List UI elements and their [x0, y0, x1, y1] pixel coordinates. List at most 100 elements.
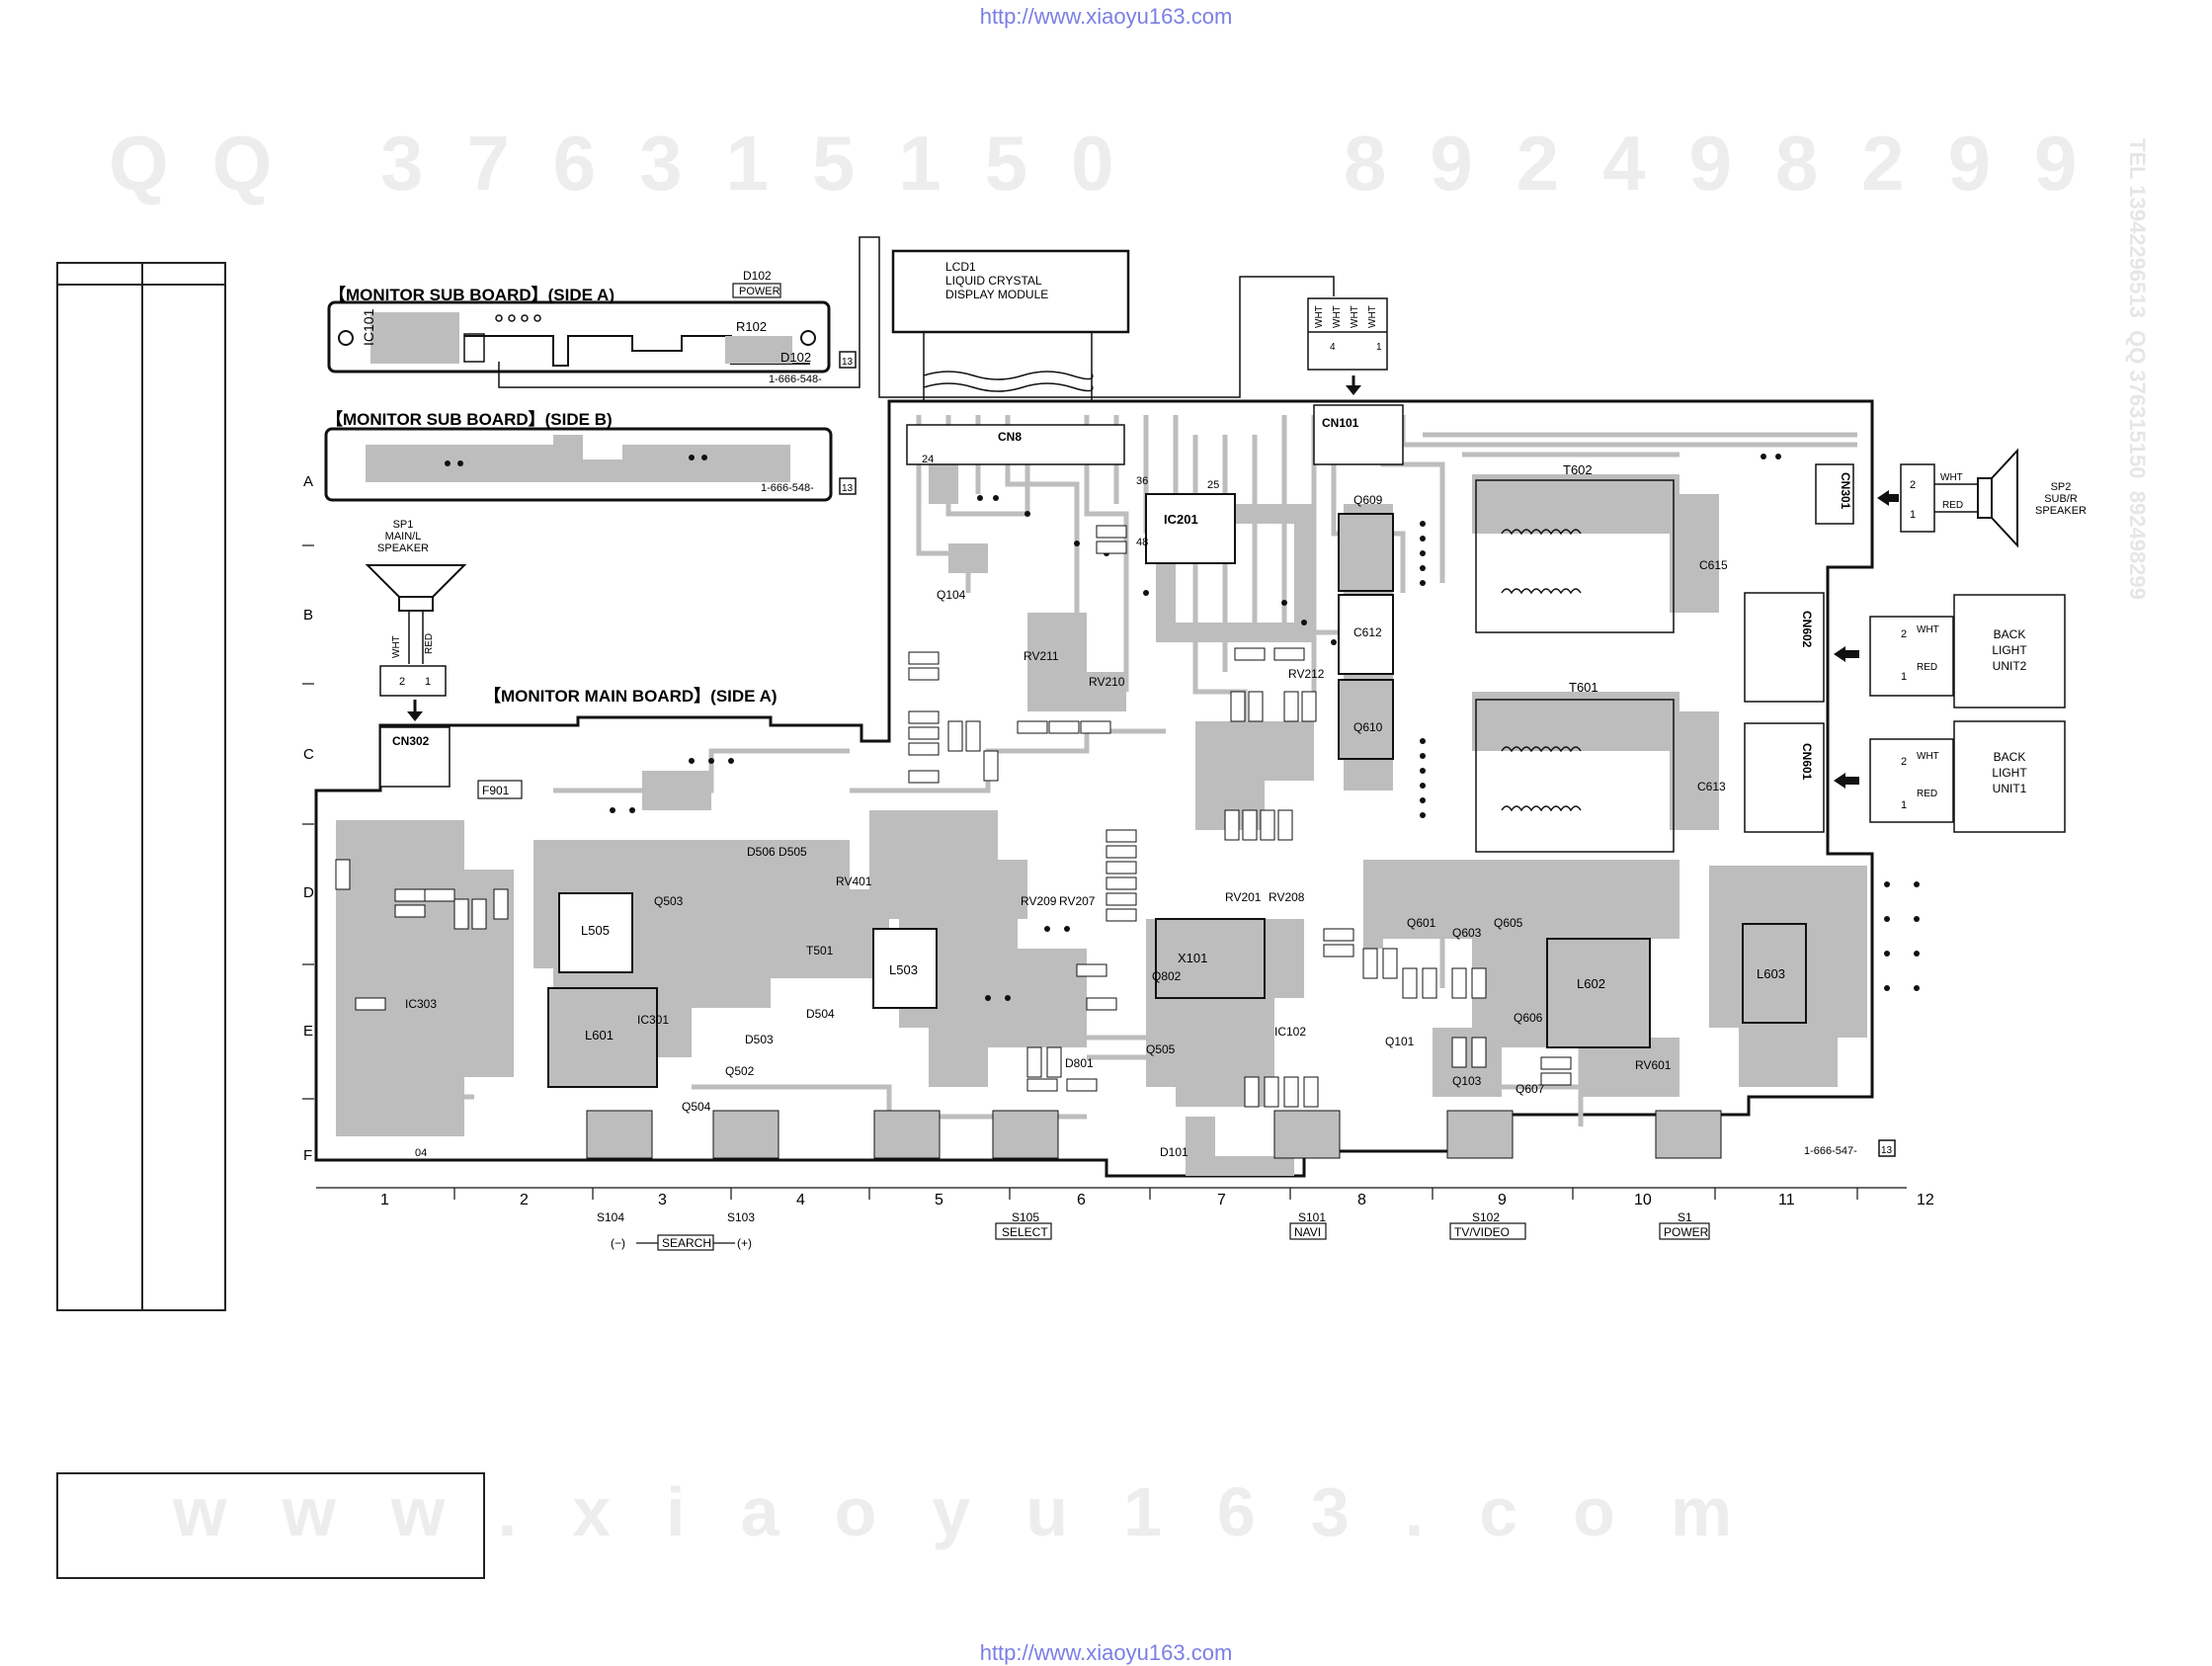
sub-board-side-a: IC101 R102 D102 13 1-666-548- [327, 300, 857, 385]
svg-text:13: 13 [842, 483, 854, 494]
svg-text:WHT: WHT [1314, 305, 1325, 328]
svg-text:2: 2 [1901, 628, 1907, 640]
svg-text:24: 24 [922, 454, 934, 465]
col-label-2: 2 [520, 1192, 529, 1208]
svg-text:Q603: Q603 [1452, 926, 1482, 940]
svg-text:BACK: BACK [1994, 627, 2026, 641]
svg-text:RV210: RV210 [1089, 675, 1125, 689]
svg-text:WHT: WHT [1917, 751, 1939, 762]
svg-text:IC102: IC102 [1274, 1025, 1306, 1039]
row-label-b: B [303, 607, 313, 624]
switch-s102-ref: S102 [1472, 1210, 1500, 1224]
svg-text:Q609: Q609 [1353, 493, 1383, 507]
svg-text:WHT: WHT [1917, 625, 1939, 635]
svg-text:L603: L603 [1757, 966, 1785, 981]
svg-text:T501: T501 [806, 944, 834, 958]
index-table [56, 262, 226, 1311]
footer-url[interactable]: http://www.xiaoyu163.com [979, 1640, 1233, 1665]
backlight-unit-1: 21 WHT RED BACK LIGHT UNIT1 [1834, 720, 2066, 833]
row-label-f: F [303, 1147, 312, 1164]
sp1-line1: MAIN/L [385, 531, 422, 542]
svg-text:RV211: RV211 [1024, 649, 1059, 663]
sp2-speaker-icon [1991, 448, 2018, 548]
svg-text:1-666-548-: 1-666-548- [761, 482, 814, 494]
svg-text:D503: D503 [745, 1033, 774, 1046]
lcd-module [891, 249, 1130, 334]
svg-text:Q101: Q101 [1385, 1035, 1415, 1048]
svg-text:L503: L503 [889, 962, 918, 977]
svg-text:L505: L505 [581, 923, 610, 938]
col-label-10: 10 [1634, 1192, 1652, 1208]
svg-text:RV401: RV401 [836, 875, 872, 888]
svg-text:L602: L602 [1577, 976, 1605, 991]
col-label-12: 12 [1917, 1192, 1934, 1208]
svg-text:1: 1 [1910, 509, 1916, 521]
svg-text:Q103: Q103 [1452, 1074, 1482, 1088]
svg-text:1: 1 [1901, 671, 1907, 683]
switch-s101-ref: S101 [1298, 1210, 1326, 1224]
svg-text:RV201: RV201 [1225, 890, 1262, 904]
sub-board-side-b-title: 【MONITOR SUB BOARD】(SIDE B) [326, 409, 613, 429]
svg-text:UNIT2: UNIT2 [1993, 659, 2027, 673]
svg-text:IC201: IC201 [1164, 512, 1198, 527]
svg-text:1: 1 [425, 676, 431, 688]
cn302-label: CN302 [392, 734, 430, 748]
svg-text:13: 13 [842, 357, 854, 368]
svg-text:LIGHT: LIGHT [1992, 643, 2027, 657]
svg-text:25: 25 [1207, 479, 1219, 491]
col-label-7: 7 [1217, 1192, 1226, 1208]
header-url[interactable]: http://www.xiaoyu163.com [979, 4, 1233, 29]
svg-text:2: 2 [399, 676, 405, 688]
svg-text:Q503: Q503 [654, 894, 684, 908]
sp2-line2: SPEAKER [2035, 505, 2087, 517]
switch-s105-ref: S105 [1012, 1210, 1039, 1224]
svg-text:IC301: IC301 [637, 1013, 669, 1027]
watermark-url: www.xiaoyu163.com [173, 1473, 1788, 1550]
svg-text:IC101: IC101 [361, 308, 376, 346]
watermark-qq: QQ 376315150 [109, 120, 1158, 207]
svg-text:IC303: IC303 [405, 997, 437, 1011]
svg-text:R102: R102 [736, 319, 767, 334]
svg-text:LIGHT: LIGHT [1992, 766, 2027, 780]
col-label-9: 9 [1498, 1192, 1507, 1208]
watermark-side: TEL 13942296513 QQ 376315150 892498299 [2125, 138, 2150, 600]
search-plus: (+) [737, 1236, 752, 1250]
cn301-label: CN301 [1839, 472, 1852, 510]
svg-text:Q601: Q601 [1407, 916, 1436, 930]
col-label-8: 8 [1357, 1192, 1366, 1208]
cn601-label: CN601 [1800, 743, 1814, 781]
lcd-ref: LCD1 [945, 260, 976, 274]
col-label-1: 1 [380, 1192, 389, 1208]
svg-text:Q504: Q504 [682, 1100, 711, 1114]
svg-text:D506 D505: D506 D505 [747, 845, 807, 859]
t601-label: T601 [1569, 680, 1598, 695]
svg-text:WHT: WHT [391, 635, 402, 658]
row-label-c: C [303, 746, 314, 763]
svg-text:C613: C613 [1697, 780, 1726, 793]
svg-text:RV207: RV207 [1059, 894, 1096, 908]
svg-text:X101: X101 [1178, 951, 1207, 965]
svg-text:Q505: Q505 [1146, 1042, 1176, 1056]
svg-text:RV212: RV212 [1288, 667, 1325, 681]
switch-s1-label: POWER [1664, 1225, 1709, 1239]
sp1-line2: SPEAKER [377, 542, 429, 554]
d102-ref: D102 [743, 269, 772, 283]
row-label-e: E [303, 1023, 313, 1040]
search-label: SEARCH [662, 1236, 711, 1250]
col-label-3: 3 [658, 1192, 667, 1208]
switch-s1-ref: S1 [1678, 1210, 1692, 1224]
svg-text:Q610: Q610 [1353, 720, 1383, 734]
cn101-label: CN101 [1322, 416, 1359, 430]
svg-text:D801: D801 [1065, 1056, 1094, 1070]
svg-text:F901: F901 [482, 784, 510, 797]
svg-text:RV208: RV208 [1269, 890, 1305, 904]
svg-text:BACK: BACK [1994, 750, 2026, 764]
cn602-label: CN602 [1800, 611, 1814, 648]
col-label-6: 6 [1077, 1192, 1086, 1208]
sub-board-side-b: 13 1-666-548- [324, 427, 857, 502]
main-part-number: 1-666-547- [1804, 1145, 1857, 1157]
lcd-line1: LIQUID CRYSTAL [945, 274, 1042, 288]
sp1-ref: SP1 [393, 519, 414, 531]
d102-label: POWER [739, 286, 780, 297]
svg-text:RED: RED [1917, 662, 1937, 673]
